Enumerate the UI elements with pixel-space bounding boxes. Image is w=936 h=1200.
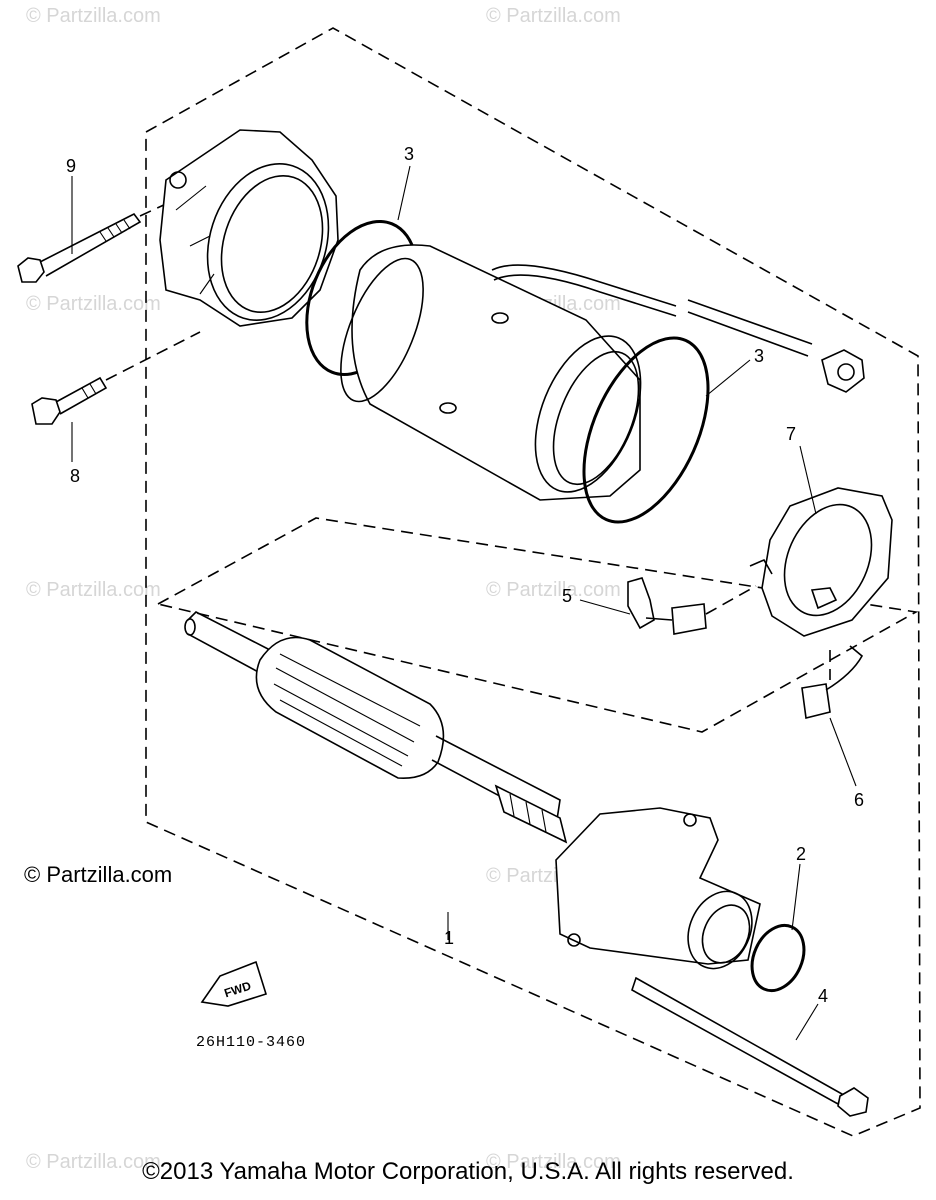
callout-4: 4 bbox=[818, 986, 828, 1006]
callout-2: 2 bbox=[796, 844, 806, 864]
o-ring-part-3-right bbox=[582, 336, 710, 524]
callout-3: 3 bbox=[404, 144, 414, 164]
rear-end-cover bbox=[159, 129, 339, 327]
bolt-part-8 bbox=[31, 331, 201, 425]
callout-7: 7 bbox=[786, 424, 796, 444]
brush-part-6 bbox=[801, 645, 864, 719]
watermark: © Partzilla.com bbox=[486, 5, 621, 27]
part-code: 26H110-3460 bbox=[196, 1034, 306, 1051]
copyright-notice: ©2013 Yamaha Motor Corporation, U.S.A. A… bbox=[142, 1158, 794, 1185]
callout-9: 9 bbox=[66, 156, 76, 176]
callouts: 9 8 3 3 7 5 6 2 4 1 bbox=[66, 144, 864, 1006]
callout-1: 1 bbox=[444, 928, 454, 948]
watermark: © Partzilla.com bbox=[26, 1151, 161, 1173]
yoke-housing bbox=[340, 244, 865, 501]
watermark: © Partzilla.com bbox=[26, 579, 161, 601]
callout-3: 3 bbox=[754, 346, 764, 366]
callout-6: 6 bbox=[854, 790, 864, 810]
bolt-part-9 bbox=[17, 202, 169, 283]
callout-8: 8 bbox=[70, 466, 80, 486]
partzilla-mark: © Partzilla.com bbox=[24, 862, 173, 887]
brush-plate-part-7 bbox=[749, 487, 893, 637]
armature bbox=[184, 611, 568, 844]
watermark: © Partzilla.com bbox=[486, 579, 621, 601]
leader-lines bbox=[71, 165, 857, 1041]
watermark: © Partzilla.com bbox=[26, 5, 161, 27]
front-cover bbox=[555, 807, 761, 970]
through-bolt-part-4 bbox=[631, 976, 869, 1117]
callout-5: 5 bbox=[562, 586, 572, 606]
brush-group-outline bbox=[155, 517, 919, 733]
brush-part-5 bbox=[627, 577, 757, 635]
watermark: © Partzilla.com bbox=[26, 293, 161, 315]
assembly-outline bbox=[145, 27, 921, 1137]
watermark: © Partzilla.com bbox=[486, 1151, 621, 1173]
fwd-arrow-icon: FWD bbox=[200, 960, 268, 1007]
